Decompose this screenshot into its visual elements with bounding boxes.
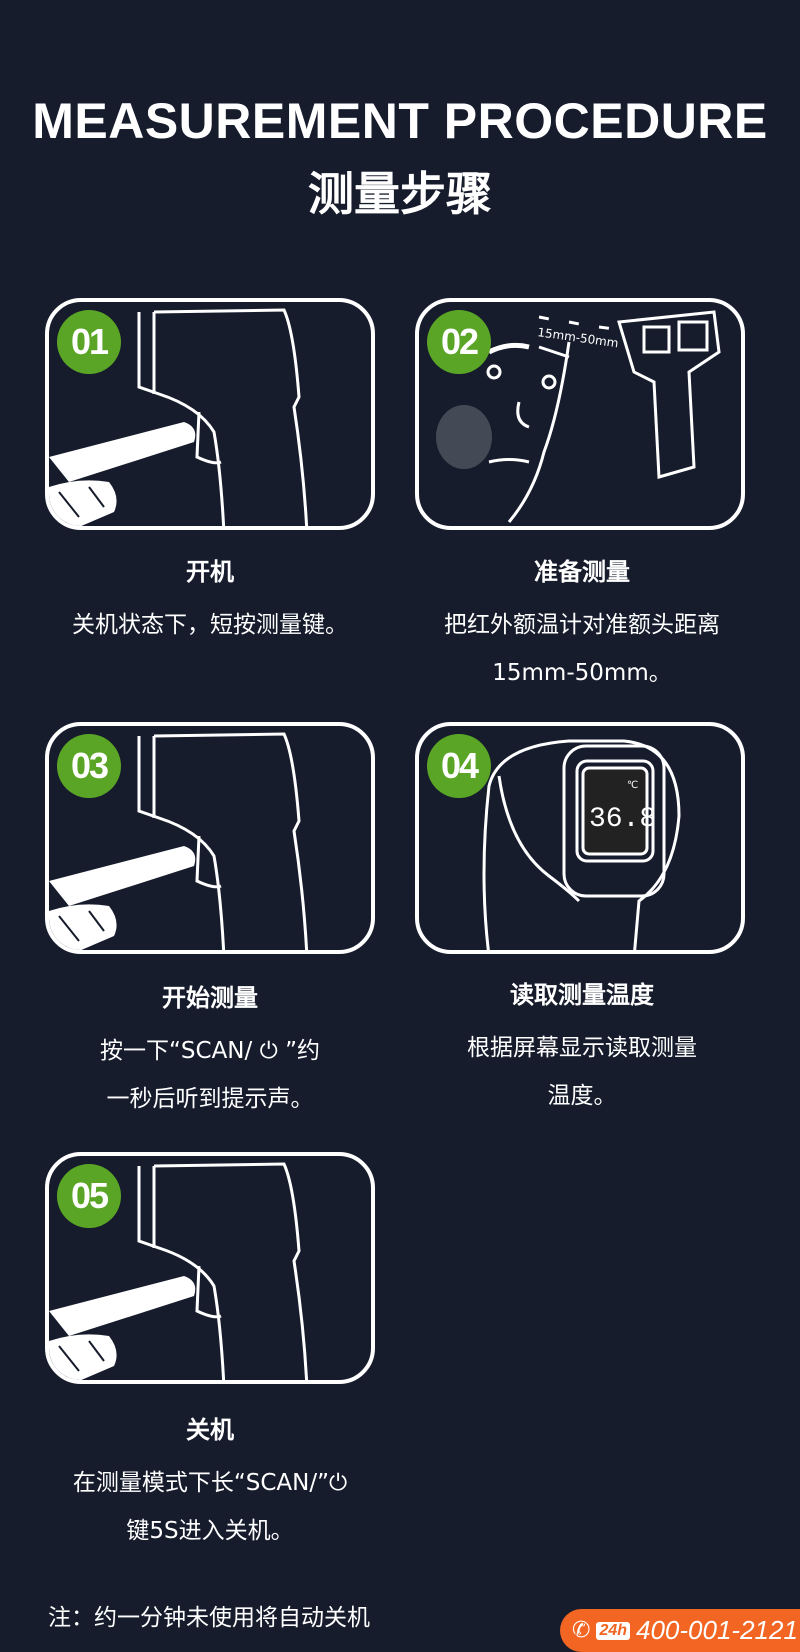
thermometer-press-icon [49, 308, 309, 526]
auto-off-note: 注：约一分钟未使用将自动关机 [48, 1605, 370, 1631]
svg-text:36.8: 36.8 [589, 804, 656, 835]
step-badge: 03 [57, 734, 121, 798]
step-1-illustration: 01 [45, 298, 375, 530]
forehead-aim-icon: 15mm-50mm [436, 310, 721, 523]
step-desc: 把红外额温计对准额头距离 [444, 612, 720, 638]
hotline-number: 400-001-2121 [636, 1615, 798, 1645]
thermometer-press-icon [49, 732, 309, 950]
step-4-text: 读取测量温度 根据屏幕显示读取测量 温度。 [392, 975, 772, 1120]
24h-badge: 24h [596, 1621, 631, 1640]
step-2-illustration: 02 15mm-50mm [415, 298, 745, 530]
step-title: 关机 [186, 1416, 234, 1444]
step-badge: 04 [427, 734, 491, 798]
step-desc: 关机状态下，短按测量键。 [72, 612, 348, 638]
step-desc: 键5S进入关机。 [126, 1518, 294, 1544]
step-3-illustration: 03 [45, 722, 375, 954]
svg-text:℃: ℃ [627, 780, 638, 791]
step-desc: 一秒后听到提示声。 [106, 1086, 314, 1112]
step-2-text: 准备测量 把红外额温计对准额头距离 15mm-50mm。 [392, 552, 772, 697]
hotline-banner[interactable]: ✆ 24h 400-001-2121 [560, 1609, 800, 1652]
step-badge: 01 [57, 310, 121, 374]
page-title-en: MEASUREMENT PROCEDURE [32, 93, 768, 149]
step-5-text: 关机 在测量模式下长“SCAN/”⏻ 键5S进入关机。 [20, 1410, 400, 1555]
step-4-illustration: 04 36.8 ℃ [415, 722, 745, 954]
step-desc: 15mm-50mm。 [492, 660, 672, 686]
step-title: 开始测量 [162, 984, 258, 1012]
step-badge: 05 [57, 1164, 121, 1228]
step-title: 读取测量温度 [510, 981, 654, 1009]
step-desc: 按一下“SCAN/ ⏻ ”约 [100, 1038, 320, 1064]
step-desc: 在测量模式下长“SCAN/”⏻ [72, 1470, 348, 1496]
phone-icon: ✆ [572, 1618, 591, 1643]
page-title-cn: 测量步骤 [308, 167, 492, 221]
step-title: 开机 [186, 558, 234, 586]
thermometer-press-icon [49, 1162, 309, 1380]
thermometer-display-icon: 36.8 ℃ [482, 739, 681, 950]
step-3-text: 开始测量 按一下“SCAN/ ⏻ ”约 一秒后听到提示声。 [20, 978, 400, 1123]
step-5-illustration: 05 [45, 1152, 375, 1384]
step-title: 准备测量 [534, 558, 630, 586]
step-1-text: 开机 关机状态下，短按测量键。 [20, 552, 400, 649]
step-desc: 温度。 [547, 1083, 617, 1109]
step-badge: 02 [427, 310, 491, 374]
step-desc: 根据屏幕显示读取测量 [467, 1035, 697, 1061]
